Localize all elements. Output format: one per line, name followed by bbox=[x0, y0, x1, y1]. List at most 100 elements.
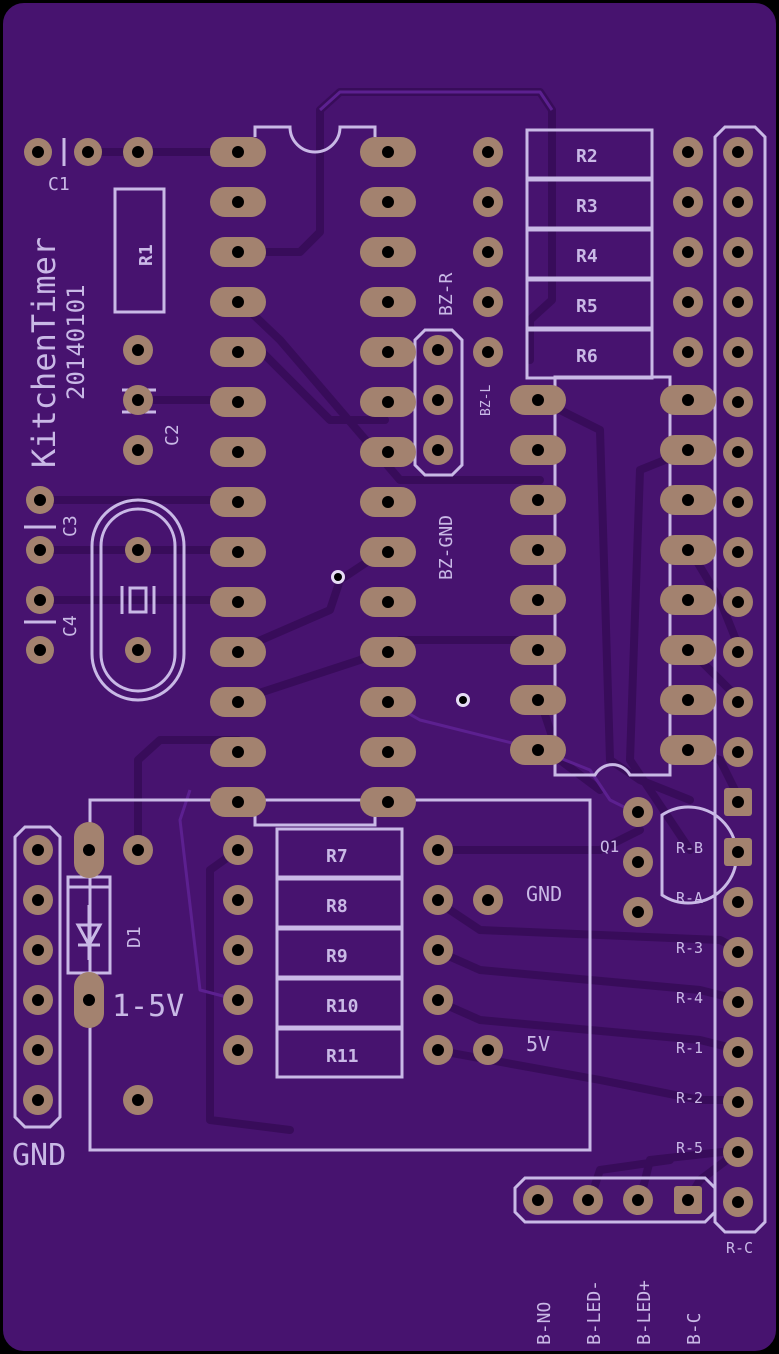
pad-hole bbox=[382, 646, 394, 658]
r11-label: R11 bbox=[326, 1046, 359, 1067]
crystal-outline bbox=[90, 498, 186, 702]
pad-hole bbox=[482, 894, 494, 906]
r-4-label: R-4 bbox=[676, 989, 703, 1007]
pad-hole bbox=[632, 806, 644, 818]
c1-label: C1 bbox=[48, 174, 70, 195]
pad-hole bbox=[482, 346, 494, 358]
pad-hole bbox=[232, 994, 244, 1006]
pad-hole bbox=[382, 346, 394, 358]
pad-hole bbox=[382, 246, 394, 258]
pad-hole bbox=[532, 744, 544, 756]
pad-hole bbox=[382, 146, 394, 158]
pad-hole bbox=[532, 544, 544, 556]
pad-hole bbox=[432, 894, 444, 906]
pad-hole bbox=[232, 1044, 244, 1056]
pad-hole bbox=[732, 1096, 744, 1108]
pad-hole bbox=[682, 444, 694, 456]
pad-hole bbox=[482, 196, 494, 208]
pad-hole bbox=[32, 1044, 44, 1056]
b-c-label: B-C bbox=[684, 1312, 705, 1345]
pad-hole bbox=[132, 146, 144, 158]
pad-hole bbox=[682, 494, 694, 506]
pad-hole bbox=[34, 594, 46, 606]
pad-hole bbox=[232, 596, 244, 608]
r1-label: R1 bbox=[136, 244, 157, 266]
pads bbox=[23, 137, 753, 1217]
ic1-outline bbox=[253, 125, 377, 154]
vias bbox=[331, 570, 470, 707]
pad-hole bbox=[232, 796, 244, 808]
pad-hole bbox=[732, 396, 744, 408]
pad-hole bbox=[382, 546, 394, 558]
r-1-label: R-1 bbox=[676, 1039, 703, 1057]
ic1-outline-bottom bbox=[253, 815, 377, 827]
pad-hole bbox=[232, 546, 244, 558]
pad-hole bbox=[732, 996, 744, 1008]
pad-hole bbox=[732, 346, 744, 358]
pad-hole bbox=[482, 246, 494, 258]
pad-hole bbox=[382, 596, 394, 608]
pad-hole bbox=[682, 196, 694, 208]
via-hole bbox=[459, 696, 467, 704]
pad-hole bbox=[32, 844, 44, 856]
r3-label: R3 bbox=[576, 196, 598, 217]
pad-hole bbox=[382, 446, 394, 458]
pad-hole bbox=[83, 994, 95, 1006]
pad-hole bbox=[732, 1046, 744, 1058]
c3-label: C3 bbox=[60, 515, 81, 537]
pad-hole bbox=[732, 296, 744, 308]
pad-hole bbox=[34, 644, 46, 656]
r-a-label: R-A bbox=[676, 889, 703, 907]
pad-hole bbox=[482, 1044, 494, 1056]
pad-hole bbox=[232, 396, 244, 408]
pad-hole bbox=[432, 994, 444, 1006]
pad-hole bbox=[232, 894, 244, 906]
pad-hole bbox=[532, 644, 544, 656]
pad-hole bbox=[32, 1094, 44, 1106]
pad-hole bbox=[532, 1194, 544, 1206]
pad-hole bbox=[682, 694, 694, 706]
pad-hole bbox=[432, 844, 444, 856]
pad-hole bbox=[632, 1194, 644, 1206]
pad-hole bbox=[682, 296, 694, 308]
pad-hole bbox=[732, 796, 744, 808]
r-5-label: R-5 bbox=[676, 1139, 703, 1157]
bz-r-label: BZ-R bbox=[436, 272, 457, 316]
pad-hole bbox=[132, 344, 144, 356]
pad-hole bbox=[532, 444, 544, 456]
pad-hole bbox=[232, 746, 244, 758]
pad-hole bbox=[382, 496, 394, 508]
gnd-left-label: GND bbox=[12, 1138, 66, 1173]
pad-hole bbox=[232, 646, 244, 658]
pad-hole bbox=[682, 594, 694, 606]
r4-label: R4 bbox=[576, 246, 598, 267]
pad-hole bbox=[432, 444, 444, 456]
silkscreen-text: KitchenTimer 20140101 C1 C2 C3 C4 R1 R2 … bbox=[12, 146, 753, 1345]
left-header-outline bbox=[13, 825, 62, 1129]
pad-hole bbox=[232, 296, 244, 308]
r-2-label: R-2 bbox=[676, 1089, 703, 1107]
pad-hole bbox=[732, 1196, 744, 1208]
pad-hole bbox=[732, 546, 744, 558]
pad-hole bbox=[632, 856, 644, 868]
pad-hole bbox=[732, 1146, 744, 1158]
pad-hole bbox=[732, 146, 744, 158]
ic2-outline bbox=[553, 375, 672, 777]
r5-label: R5 bbox=[576, 296, 598, 317]
pad-hole bbox=[34, 544, 46, 556]
pad-hole bbox=[132, 644, 144, 656]
pad-hole bbox=[482, 296, 494, 308]
pad-hole bbox=[382, 696, 394, 708]
pad-hole bbox=[232, 146, 244, 158]
r-c-label: R-C bbox=[726, 1239, 753, 1257]
pad-hole bbox=[232, 496, 244, 508]
pad-hole bbox=[732, 246, 744, 258]
pad-hole bbox=[83, 844, 95, 856]
1-5v-label: 1-5V bbox=[112, 989, 184, 1024]
r10-label: R10 bbox=[326, 996, 359, 1017]
bz-gnd-label: BZ-GND bbox=[436, 515, 457, 580]
r6-label: R6 bbox=[576, 346, 598, 367]
via-hole bbox=[334, 573, 342, 581]
